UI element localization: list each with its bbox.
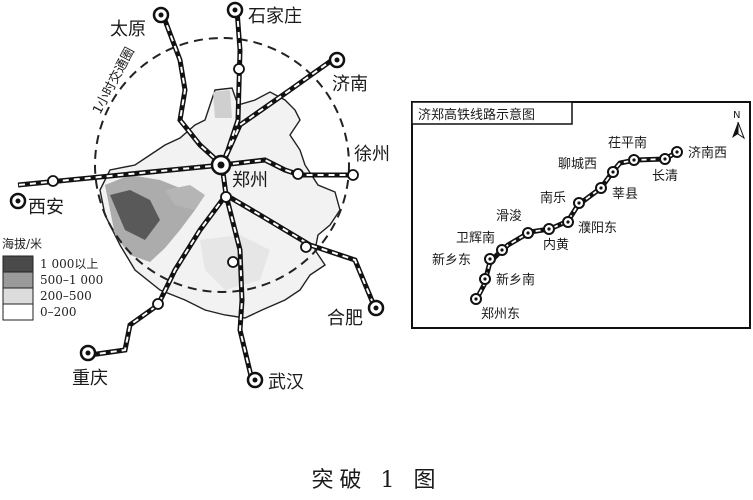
city-marker-chongqing bbox=[79, 344, 97, 362]
station-huajun: 滑浚 bbox=[496, 209, 522, 224]
station-shenxian: 莘县 bbox=[612, 187, 638, 202]
station-liaochengxi: 聊城西 bbox=[558, 157, 597, 172]
station-changqing: 长清 bbox=[652, 169, 678, 184]
inset-title-box bbox=[411, 101, 573, 125]
label-hefei: 合肥 bbox=[327, 308, 363, 329]
label-shijiazhuang: 石家庄 bbox=[248, 6, 302, 27]
station-puyangdong: 濮阳东 bbox=[578, 221, 617, 236]
legend-swatch-500-1000 bbox=[2, 271, 34, 289]
city-markers bbox=[9, 1, 385, 389]
station-nanle: 南乐 bbox=[540, 190, 566, 206]
inset-stations bbox=[470, 146, 683, 305]
label-xuzhou: 徐州 bbox=[354, 144, 390, 165]
station-weihuinan: 卫辉南 bbox=[456, 230, 495, 246]
city-marker-jinan bbox=[328, 51, 346, 69]
station-neihuang: 内黄 bbox=[543, 237, 569, 253]
legend-label-500-1000: 500–1 000 bbox=[40, 273, 103, 287]
city-marker-hefei bbox=[367, 299, 385, 317]
legend-label-1000plus: 1 000以上 bbox=[40, 257, 98, 271]
legend-label-200-500: 200–500 bbox=[40, 289, 92, 303]
legend-label-0-200: 0–200 bbox=[40, 305, 77, 319]
legend-swatch-1000plus bbox=[2, 255, 34, 273]
station-chipingnan: 茌平南 bbox=[608, 135, 647, 151]
city-marker-shijiazhuang bbox=[226, 1, 244, 19]
city-marker-wuhan bbox=[246, 371, 264, 389]
label-zhengzhou: 郑州 bbox=[232, 170, 268, 191]
north-arrow-icon: N bbox=[732, 110, 746, 140]
legend-swatch-0-200 bbox=[2, 303, 34, 321]
city-marker-taiyuan bbox=[152, 6, 170, 24]
inset-title: 济郑高铁线路示意图 bbox=[418, 107, 535, 123]
inset-map: 济郑高铁线路示意图 N 济南西 长清 茌平南 聊城西 bbox=[411, 101, 751, 329]
north-label: N bbox=[733, 110, 740, 121]
station-zhengzhoudong: 郑州东 bbox=[481, 307, 520, 322]
station-xinxiangdong: 新乡东 bbox=[432, 252, 471, 268]
one-hour-circle bbox=[94, 37, 350, 293]
city-marker-zhengzhou bbox=[210, 154, 232, 176]
legend-title: 海拔/米 bbox=[2, 236, 42, 251]
intermediate-stations bbox=[47, 63, 359, 310]
label-xian: 西安 bbox=[28, 197, 64, 218]
label-wuhan: 武汉 bbox=[268, 372, 304, 393]
label-chongqing: 重庆 bbox=[72, 368, 108, 389]
station-xinxiangnan: 新乡南 bbox=[496, 272, 535, 288]
label-jinan: 济南 bbox=[332, 74, 368, 95]
inset-frame bbox=[411, 101, 751, 329]
city-marker-xian bbox=[9, 192, 27, 210]
elevation-legend: 海拔/米 1 000以上 500–1 000 200–500 0–200 bbox=[2, 236, 103, 321]
legend-swatch-200-500 bbox=[2, 287, 34, 305]
circle-label: 1小时交通圈 bbox=[89, 45, 138, 117]
figure-caption: 突破 1 图 bbox=[311, 468, 442, 493]
station-jinanxi: 济南西 bbox=[688, 145, 727, 161]
label-taiyuan: 太原 bbox=[110, 19, 146, 40]
